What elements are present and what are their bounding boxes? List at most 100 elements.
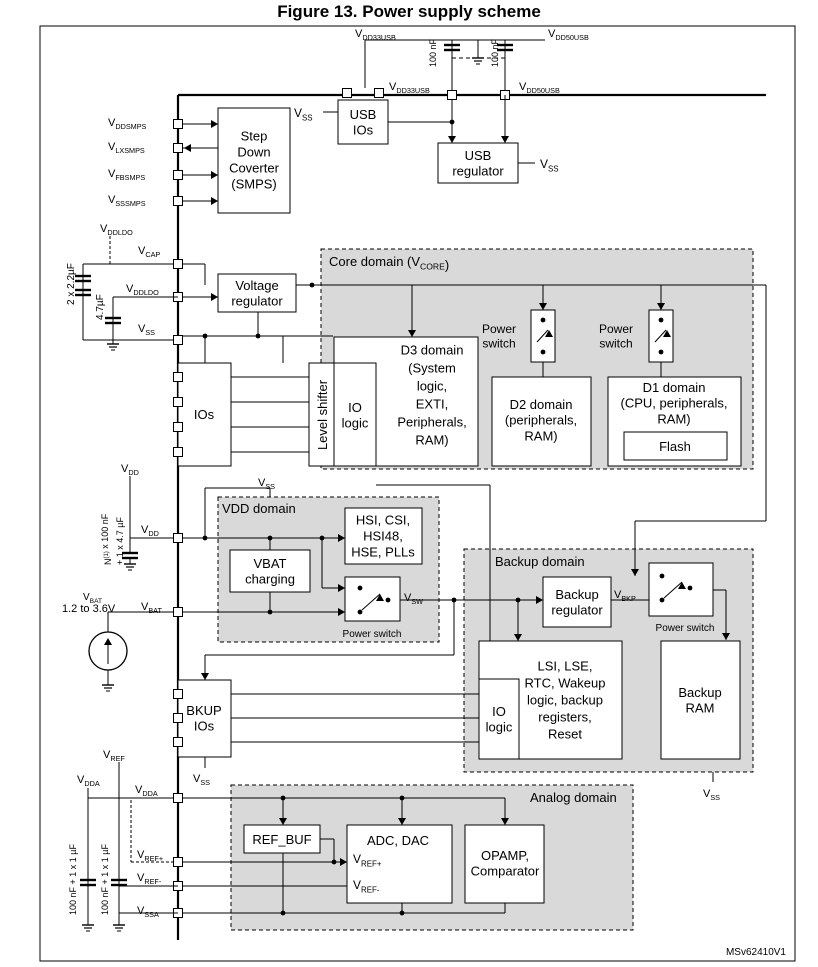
lsi-label-line: Reset <box>548 727 582 742</box>
bkup-ios-label-line: BKUP <box>186 703 221 718</box>
arrow-head <box>211 197 218 205</box>
wire <box>663 581 683 599</box>
pin-pad <box>173 737 183 747</box>
reference-code: MSv62410V1 <box>726 947 786 958</box>
junction-dot <box>255 333 261 339</box>
arrow-head <box>338 608 345 616</box>
arrow-head <box>514 634 522 641</box>
smps-block <box>217 107 291 214</box>
adc-dac-label: ADC, DAC <box>367 833 429 848</box>
vdd50usb-label: VDD50USB <box>519 81 560 95</box>
junction-dot <box>357 585 363 591</box>
arrow-head <box>539 303 547 310</box>
vbat-charging-label-line: charging <box>245 572 295 587</box>
flash-label: Flash <box>659 439 691 454</box>
io-logic-label-line: logic <box>342 416 369 431</box>
arrow-head <box>279 818 287 825</box>
vref-top-label: VREF <box>103 749 125 763</box>
junction-dot <box>540 317 546 323</box>
junction-dot <box>385 597 391 603</box>
smps-label-line: Down <box>237 145 270 160</box>
backup-power-switch <box>648 562 714 617</box>
level-shifter-label: Level shifter <box>315 379 330 450</box>
vddldo-top-label: VDDLDO <box>100 223 133 237</box>
arrow-head <box>678 582 686 589</box>
core-domain-label: Core domain (VCORE) <box>329 254 449 273</box>
vdd50usb-top-label: VDD50USB <box>548 28 589 42</box>
smps-label-line: Step <box>241 129 268 144</box>
pin-pad <box>173 397 183 407</box>
vdda-top-label: VDDA <box>77 774 100 788</box>
vdda-caps-label: 100 nF + 1 x 1 µF <box>68 844 78 915</box>
adc-vrefm-label: VREF- <box>353 878 380 894</box>
arrow-head <box>398 818 406 825</box>
backup-ram-label-line: Backup <box>678 685 721 700</box>
d2-domain-label-line: (peripherals, <box>505 413 577 428</box>
usb-ios-label-line: IOs <box>353 123 374 138</box>
junction-dot <box>658 317 664 323</box>
pin-pad <box>374 88 384 98</box>
junction-dot <box>449 119 455 125</box>
vbat-charging-label-line: VBAT <box>254 556 287 571</box>
usb-regulator-label-line: USB <box>465 148 492 163</box>
arrow-head <box>631 569 639 576</box>
d2-domain-block <box>491 376 592 467</box>
junction-dot <box>309 282 315 288</box>
pin-pad <box>173 196 183 206</box>
usb-regulator-block <box>437 142 519 184</box>
junction-dot <box>319 535 325 541</box>
lsi-label-line: RTC, Wakeup <box>525 676 606 691</box>
analog-domain-label: Analog domain <box>530 790 617 805</box>
lsi-label-line: logic, backup <box>527 693 603 708</box>
backup-io-logic-block <box>478 678 520 760</box>
pin-pad <box>342 88 352 98</box>
arrow-head <box>663 330 671 337</box>
vsw-label: VSW <box>404 592 423 606</box>
backup-ram-label-line: RAM <box>686 701 715 716</box>
d3-domain-label-line: EXTI, <box>416 397 449 412</box>
io-logic-block <box>333 362 377 467</box>
pin-pad <box>173 335 183 345</box>
voltage-regulator-label-line: regulator <box>231 294 283 309</box>
d3-domain-label-line: D3 domain <box>401 343 464 358</box>
junction-dot <box>687 585 693 591</box>
arrow-head <box>201 673 209 680</box>
d2-domain-label-line: D2 domain <box>510 397 573 412</box>
pin-pad <box>173 119 183 129</box>
backup-domain-label: Backup domain <box>495 554 585 569</box>
voltage-regulator-block <box>217 273 297 313</box>
arrow-head <box>501 818 509 825</box>
vcap-label: VCAP <box>138 245 160 259</box>
smps-pin-label: VLXSMPS <box>108 141 145 155</box>
d3-domain-label-line: Peripherals, <box>397 415 466 430</box>
smps-pin-label: VSSSMPS <box>108 194 146 208</box>
smps-label-line: Coverter <box>229 161 280 176</box>
d2-power-switch-label-line: Power <box>482 322 516 336</box>
pin-pad <box>173 607 183 617</box>
vdd33usb-top-label: VDD33USB <box>355 28 396 42</box>
arrow-head <box>211 171 218 179</box>
vdd-label: VDD <box>141 524 159 538</box>
hsi-label-line: HSE, PLLs <box>351 545 415 560</box>
d1-domain-label-line: D1 domain <box>643 380 706 395</box>
smps-label-line: (SMPS) <box>231 177 277 192</box>
vss-usbio-label: VSS <box>294 106 313 122</box>
ios-block <box>177 362 232 467</box>
arrow-head <box>448 136 456 143</box>
pin-pad <box>173 447 183 457</box>
smps-pin-label: VFBSMPS <box>108 168 145 182</box>
backup-io-logic-label-line: IO <box>492 704 506 719</box>
d1-domain-label-line: (CPU, peripherals, <box>621 396 728 411</box>
vbat-src-label: VBAT <box>83 592 102 605</box>
wire <box>361 593 381 611</box>
wire <box>654 329 667 343</box>
vss-bkup-label: VSS <box>193 773 210 787</box>
vss-vdd-label: VSS <box>258 477 275 491</box>
junction-dot <box>659 597 665 603</box>
junction-dot <box>658 349 664 355</box>
vssa-label: VSSA <box>137 905 159 919</box>
pin-pad <box>173 793 183 803</box>
pin-pad <box>173 533 183 543</box>
junction-dot <box>540 349 546 355</box>
